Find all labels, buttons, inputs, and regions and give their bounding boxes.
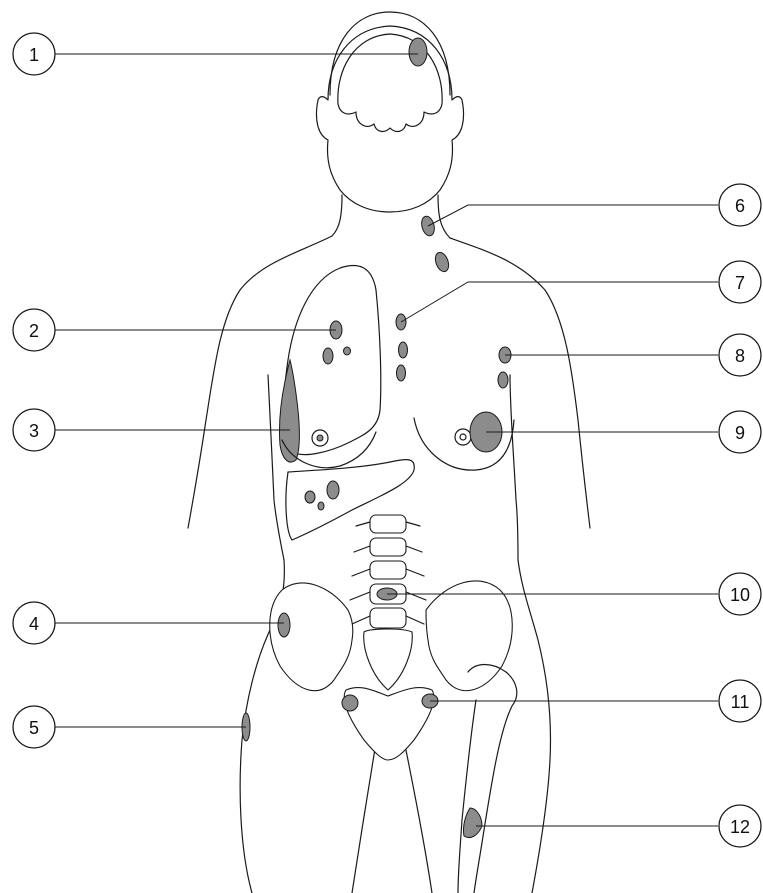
lungs-group [279,266,514,471]
spine-group [350,515,426,628]
sacrum [364,629,413,690]
vertebra-2 [370,538,406,556]
pubic-ring [344,688,434,760]
transverse-processes-right [406,522,426,624]
callout-number: 3 [29,421,39,441]
lymph-nodes-group [396,215,451,381]
callout-10: 10 [719,573,761,615]
left-nipple-inner [460,434,466,440]
callout-number: 2 [29,321,39,341]
lesion-liver-3 [318,502,324,510]
lesion-iliac [278,613,290,637]
callout-number: 1 [29,45,39,65]
lesion-pubic-left [342,695,358,711]
left-nipple-outer [455,429,471,445]
callout-number: 10 [730,585,750,605]
vertebra-5 [370,608,406,628]
callout-2: 2 [13,309,55,351]
callout-5: 5 [13,706,55,748]
left-shoulder-arm [188,236,332,528]
neck-right [438,195,450,238]
callout-3: 3 [13,409,55,451]
callout-number: 6 [735,196,745,216]
callout-7: 7 [719,261,761,303]
transverse-processes-left [350,522,370,624]
callout-4: 4 [13,602,55,644]
callout-11: 11 [719,680,761,722]
callout-number: 8 [735,346,745,366]
lesion-liver-2 [305,491,315,503]
femur-outline [458,665,517,893]
leader-7 [401,282,718,322]
leg-inner-left [352,730,378,893]
right-inner-arm [510,375,518,560]
callout-number: 4 [29,614,39,634]
lesion-breast-nipple [317,435,323,441]
callout-1: 1 [13,33,55,75]
lesion-mediastinal-node-3 [397,365,406,381]
lesion-lung-2 [323,348,333,364]
leg-inner-right [402,730,432,893]
lesion-cervical-node-2 [433,251,451,274]
callout-number: 11 [731,692,750,712]
callout-number: 12 [730,817,750,837]
vertebra-1 [370,515,406,533]
callout-number: 9 [735,423,745,443]
lesion-lung-3 [344,347,351,355]
femur-group [458,665,517,893]
right-iliac-wing [426,581,512,691]
lesion-brain [409,38,427,66]
lesion-pleural-effusion [279,360,299,462]
lesion-axillary-node-2 [498,372,508,388]
vertebra-3 [370,561,406,579]
lesion-liver-1 [327,481,339,499]
head-group [316,12,463,212]
callout-8: 8 [719,334,761,376]
lesion-mediastinal-node-2 [399,342,408,358]
lesion-femur [463,808,482,838]
callout-9: 9 [719,411,761,453]
leader-6 [428,205,718,226]
callout-6: 6 [719,184,761,226]
callout-number: 5 [29,718,39,738]
neck-left [332,195,342,236]
torso-right-side [518,560,551,893]
callout-12: 12 [719,805,761,847]
callout-number: 7 [735,273,745,293]
